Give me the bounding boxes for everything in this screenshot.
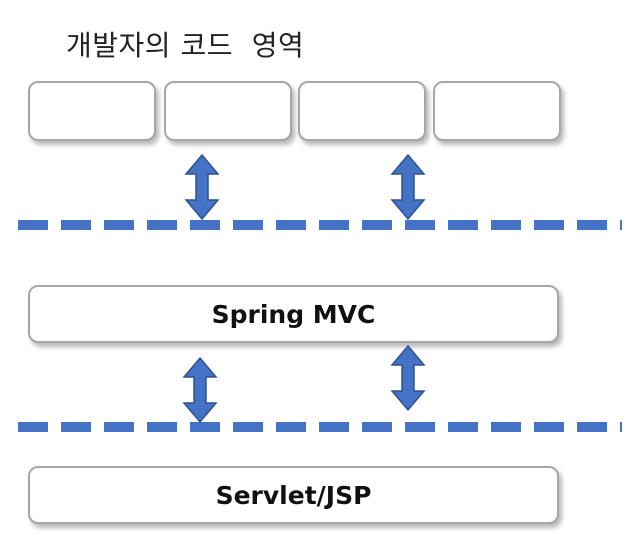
developer-module-box [433, 81, 561, 141]
developer-module-box [298, 81, 426, 141]
developer-module-box [28, 81, 156, 141]
servlet-jsp-label: Servlet/JSP [215, 480, 372, 510]
developer-module-box [164, 81, 292, 141]
double-arrow-icon [390, 344, 426, 412]
double-arrow-icon [184, 153, 220, 221]
servlet-jsp-layer: Servlet/JSP [28, 466, 559, 524]
double-arrow-icon [390, 153, 426, 221]
spring-mvc-layer: Spring MVC [28, 285, 559, 343]
spring-mvc-label: Spring MVC [211, 299, 376, 329]
double-arrow-icon [182, 356, 218, 424]
developer-code-area-title: 개발자의 코드 영역 [66, 29, 305, 62]
